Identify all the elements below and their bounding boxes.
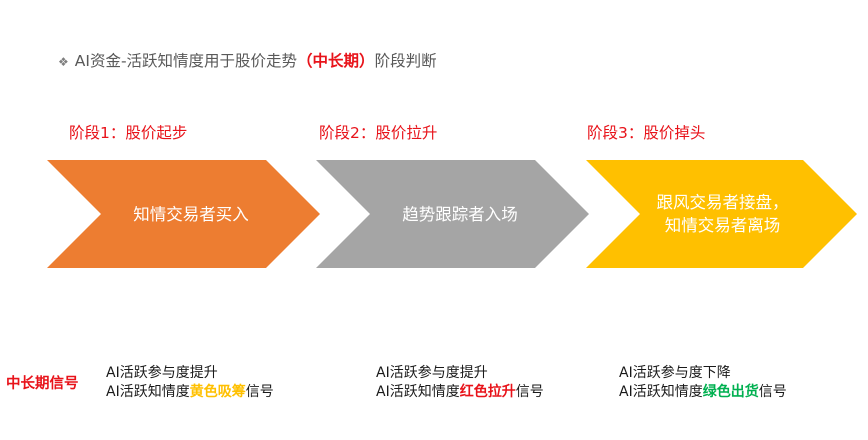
- stage-1-label: 阶段1：股价起步: [69, 124, 188, 142]
- stage-1-signal-highlight: 黄色吸筹: [189, 384, 246, 400]
- title-suffix: 阶段判断: [374, 52, 437, 70]
- stage-2-chevron: [316, 160, 589, 268]
- stage-2-signal-suffix: 信号: [515, 384, 544, 400]
- title-highlight: （中长期）: [297, 52, 375, 70]
- stage-3-signal: AI活跃参与度下降 AI活跃知情度绿色出货信号: [619, 364, 787, 402]
- stage-3-signal-suffix: 信号: [758, 384, 787, 400]
- stage-3-signal-highlight: 绿色出货: [702, 384, 759, 400]
- stage-3-text: 跟风交易者接盘， 知情交易者离场: [630, 186, 815, 242]
- stage-2-signal-line1: AI活跃参与度提升: [376, 365, 488, 381]
- stage-3-signal-line2: AI活跃知情度绿色出货信号: [619, 383, 787, 402]
- stage-2-text: 趋势跟踪者入场: [402, 204, 518, 224]
- stage-1-signal-prefix: AI活跃知情度: [106, 384, 190, 400]
- stage-1-signal-line2: AI活跃知情度黄色吸筹信号: [106, 383, 274, 402]
- diagram-title: ❖ AI资金-活跃知情度用于股价走势（中长期）阶段判断: [58, 49, 437, 71]
- stage-3-label: 阶段3：股价掉头: [587, 124, 706, 142]
- stage-1-chevron: [47, 160, 320, 268]
- stage-1-signal-line1: AI活跃参与度提升: [106, 365, 218, 381]
- stage-3-chevron: [586, 160, 857, 268]
- stage-3-text-line2: 知情交易者离场: [664, 216, 781, 235]
- stage-1-signal-suffix: 信号: [245, 384, 274, 400]
- stage-2-label: 阶段2：股价拉升: [319, 124, 438, 142]
- stage-1-text: 知情交易者买入: [133, 204, 249, 224]
- stage-2-signal: AI活跃参与度提升 AI活跃知情度红色拉升信号: [376, 364, 544, 402]
- stage-3-signal-prefix: AI活跃知情度: [619, 384, 703, 400]
- stage-2-signal-line2: AI活跃知情度红色拉升信号: [376, 383, 544, 402]
- stage-3-signal-line1: AI活跃参与度下降: [619, 365, 731, 381]
- stage-3-text-line1: 跟风交易者接盘，: [656, 193, 789, 212]
- stage-1-signal: AI活跃参与度提升 AI活跃知情度黄色吸筹信号: [106, 364, 274, 402]
- signal-heading: 中长期信号: [6, 376, 79, 392]
- diamond-bullet-icon: ❖: [58, 55, 69, 69]
- stage-2-signal-highlight: 红色拉升: [459, 384, 516, 400]
- title-prefix: AI资金-活跃知情度用于股价走势: [74, 52, 298, 70]
- stage-2-signal-prefix: AI活跃知情度: [376, 384, 460, 400]
